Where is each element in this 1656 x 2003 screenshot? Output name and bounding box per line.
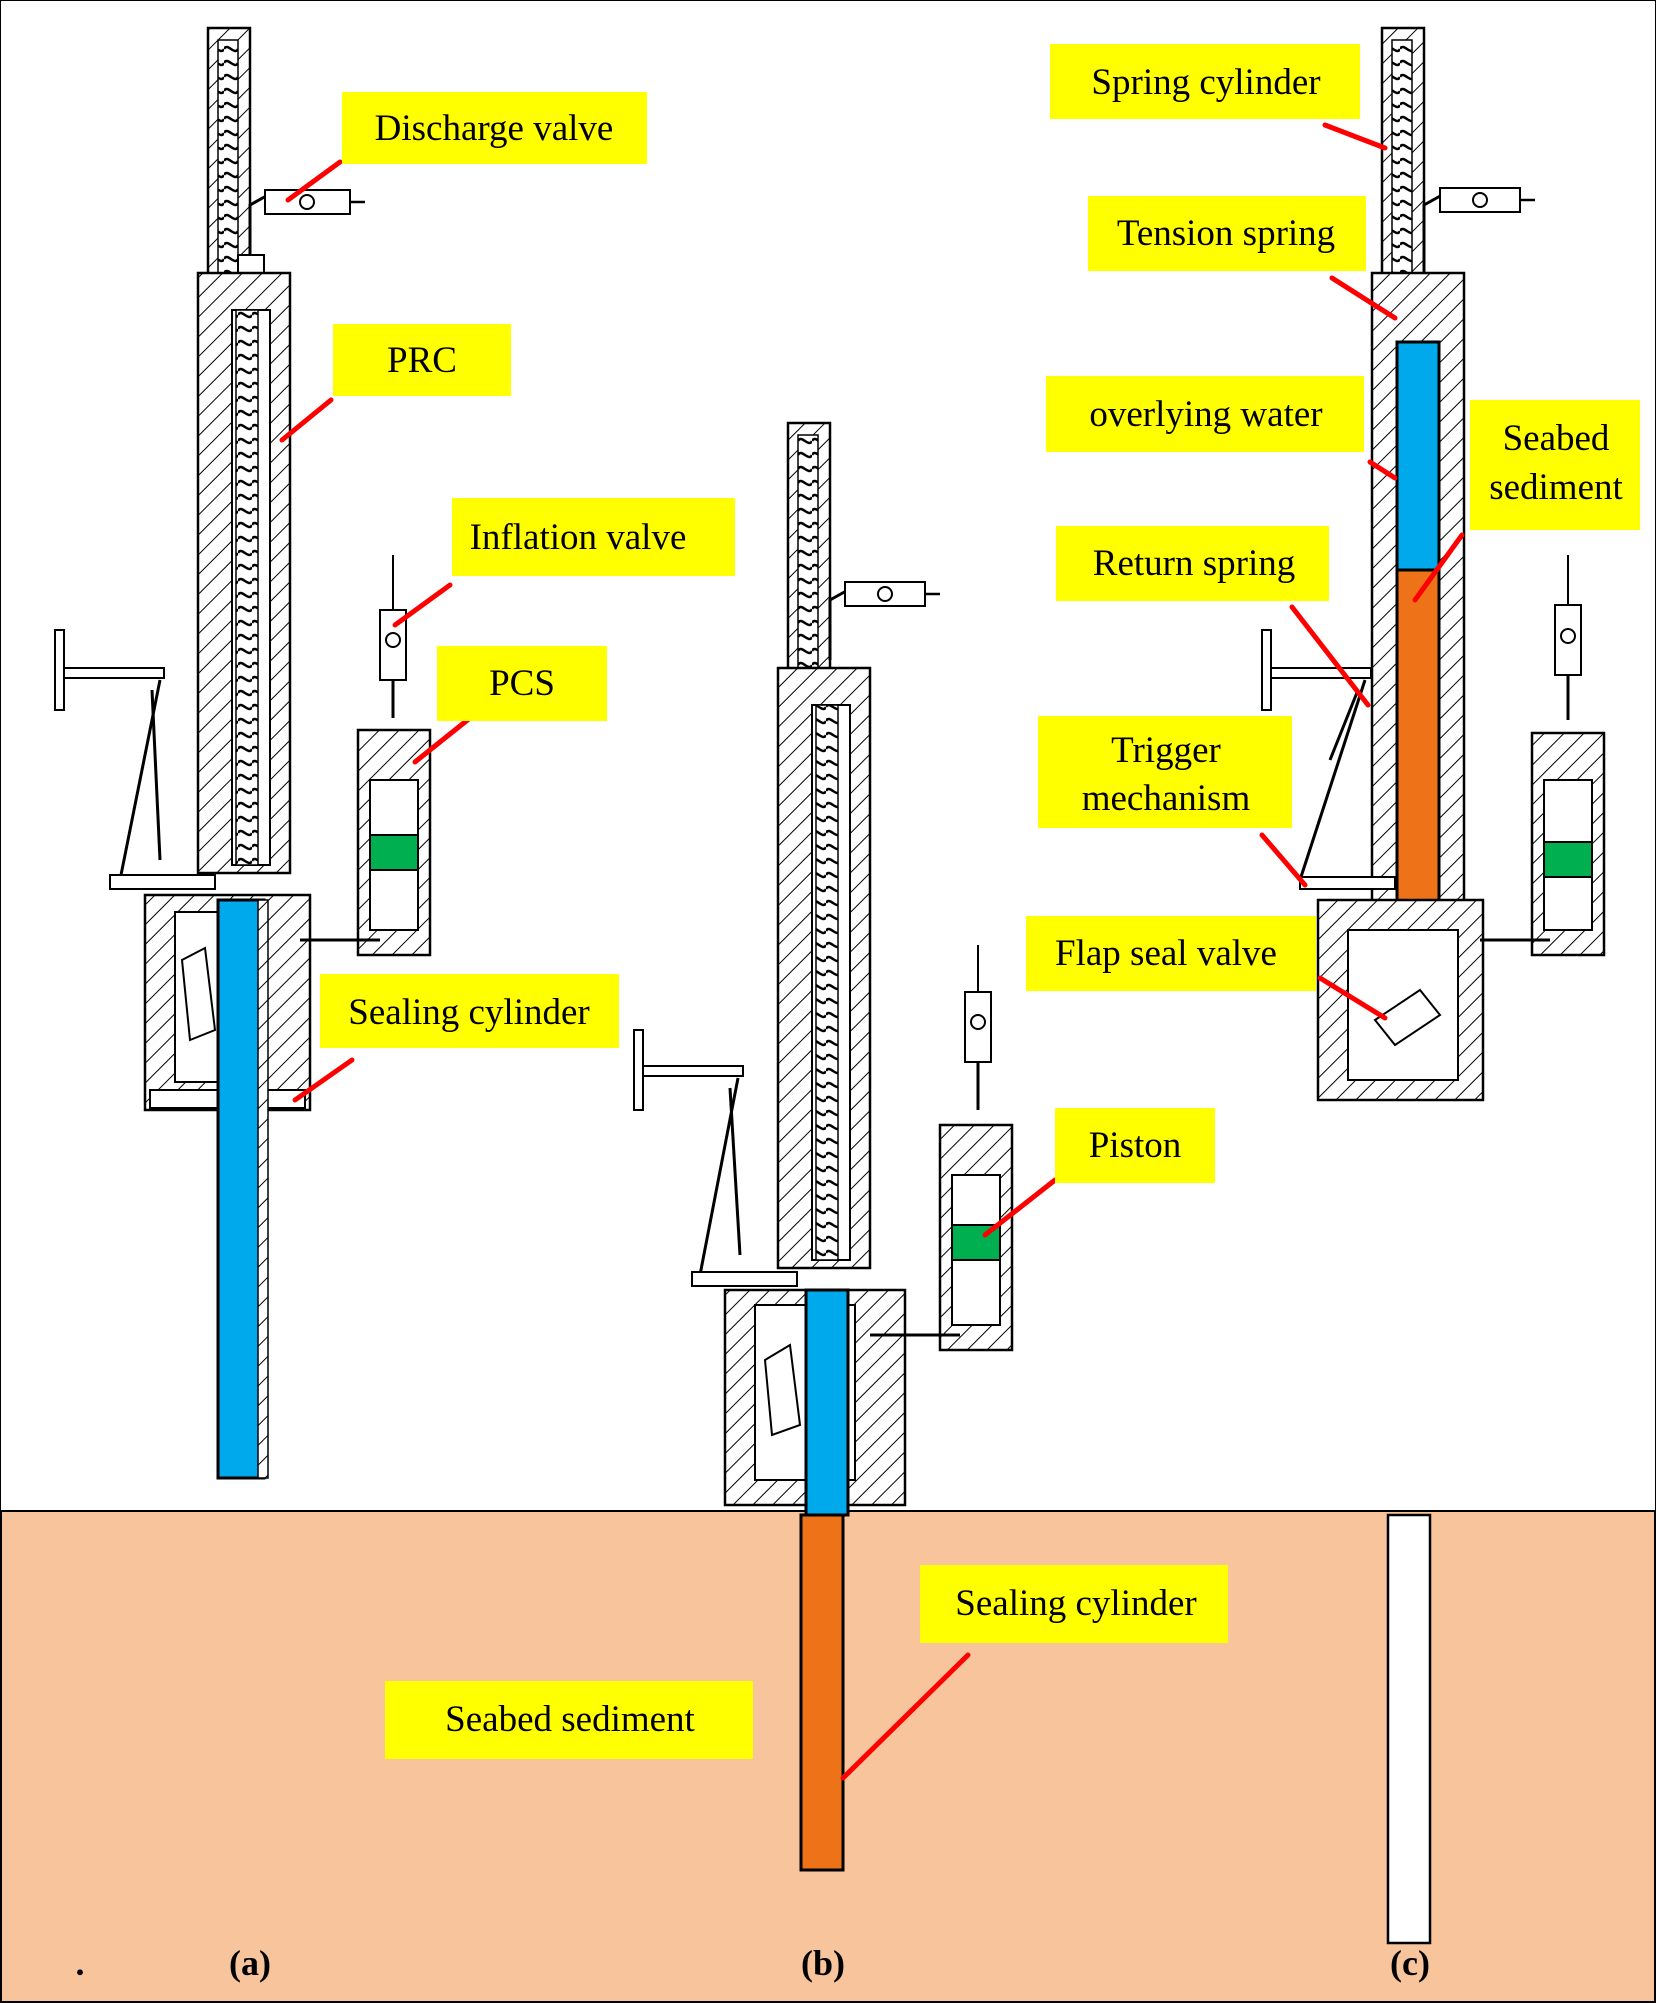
label-seabed-sediment-c-top: Seabed — [1503, 418, 1610, 459]
sediment-core-b — [799, 1513, 845, 1872]
water-column-a — [216, 898, 266, 1480]
sediment-core-c — [1395, 568, 1441, 932]
leader-lines — [279, 122, 1465, 1781]
piston-c — [1543, 841, 1593, 878]
device-c — [1261, 26, 1606, 1945]
discharge-valve-b — [844, 581, 926, 607]
callout-piston — [1055, 1108, 1215, 1183]
inflation-valve-b — [964, 991, 992, 1063]
device-a — [54, 26, 432, 1480]
panel-label-a: (a) — [229, 1943, 271, 1983]
callout-overlying-water — [1046, 376, 1364, 452]
corner-mark: . — [76, 1943, 85, 1983]
panel-label-b: (b) — [801, 1943, 845, 1983]
label-spring-cylinder: Spring cylinder — [1091, 62, 1320, 103]
label-return-spring: Return spring — [1093, 543, 1295, 584]
callout-spring-cylinder — [1050, 44, 1360, 119]
label-flap-seal-valve: Flap seal valve — [1055, 933, 1277, 974]
label-overlying-water: overlying water — [1089, 394, 1322, 435]
label-prc: PRC — [387, 340, 457, 381]
empty-core-hole-c — [1386, 1513, 1432, 1945]
piston-a — [369, 834, 419, 871]
callout-flap-seal-valve — [1026, 916, 1316, 991]
label-trigger-bottom: mechanism — [1082, 778, 1251, 819]
callout-trigger-mechanism — [1038, 716, 1292, 828]
callout-prc — [333, 324, 511, 396]
callout-seabed-sediment — [385, 1681, 753, 1759]
callout-inflation-valve — [452, 498, 735, 576]
label-seabed-sediment-c-bottom: sediment — [1489, 467, 1623, 508]
label-pcs: PCS — [489, 663, 555, 704]
label-inflation-valve: Inflation valve — [470, 517, 687, 558]
inflation-valve-c — [1554, 604, 1582, 676]
water-column-b — [804, 1288, 850, 1517]
label-seabed-sediment: Seabed sediment — [445, 1699, 695, 1740]
callout-pcs — [437, 646, 607, 721]
callout-return-spring — [1056, 526, 1329, 601]
label-trigger-top: Trigger — [1111, 730, 1221, 771]
discharge-valve-a — [264, 189, 351, 215]
water-column-c — [1395, 340, 1441, 572]
callout-tension-spring — [1088, 196, 1366, 271]
discharge-valve-c — [1439, 187, 1521, 213]
label-discharge-valve: Discharge valve — [375, 108, 614, 149]
callouts: Discharge valve PRC Inflation valve PCS … — [320, 44, 1640, 1759]
label-piston: Piston — [1089, 1125, 1182, 1166]
label-sealing-cylinder-b: Sealing cylinder — [955, 1583, 1196, 1624]
callout-sealing-cylinder-a — [320, 974, 619, 1048]
callout-sealing-cylinder-b — [920, 1565, 1228, 1643]
callout-discharge-valve — [342, 92, 647, 164]
label-sealing-cylinder-a: Sealing cylinder — [348, 992, 589, 1033]
device-b — [633, 421, 1014, 1872]
panel-label-c: (c) — [1390, 1943, 1430, 1983]
callout-seabed-sediment-c — [1470, 400, 1640, 530]
label-tension-spring: Tension spring — [1117, 213, 1335, 254]
